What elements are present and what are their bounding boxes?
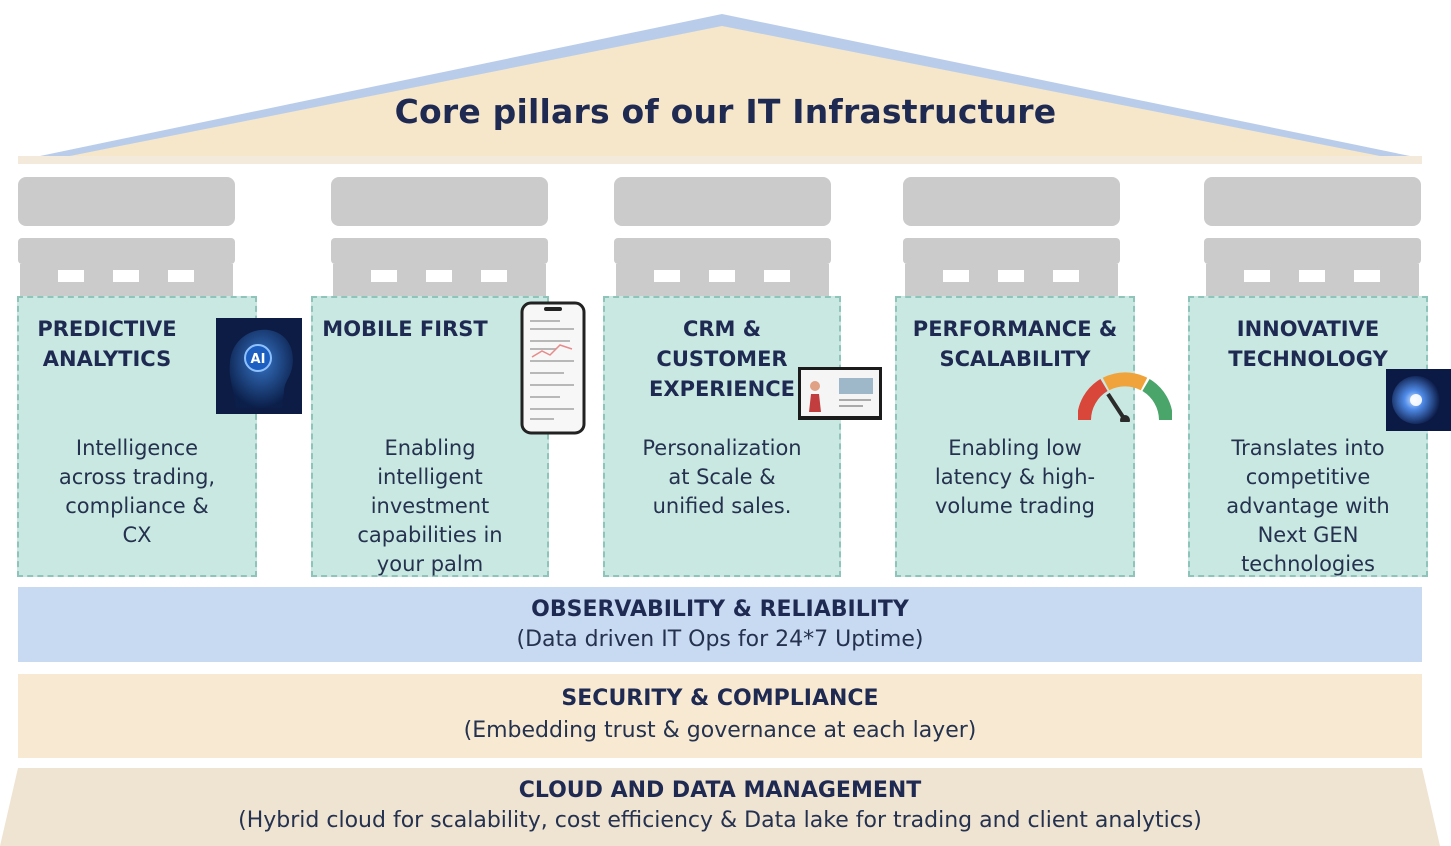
pillar-innovative-technology: INNOVATIVE TECHNOLOGY Translates into co… [1188,296,1428,577]
pillar-description-line: technologies [1241,552,1375,576]
layer-title: CLOUD AND DATA MANAGEMENT [518,778,922,803]
ai-icon-label: AI [251,352,266,367]
pillar-description-line: Enabling [384,436,476,460]
capital-band [903,238,1120,264]
capital-notch [113,270,139,282]
pillar-title-line: TECHNOLOGY [1228,347,1388,371]
smartphone-icon [520,301,586,435]
pillar-description-line: intelligent [377,465,483,489]
capital-top [331,177,548,226]
capital-top [1204,177,1421,226]
pillar-description-line: latency & high- [934,465,1096,489]
layer-cloud-data-management: CLOUD AND DATA MANAGEMENT (Hybrid cloud … [18,776,1422,846]
speedometer-icon [1077,372,1173,425]
pillar-description: Enabling low latency & high- volume trad… [897,434,1133,521]
layer-subtitle: (Data driven IT Ops for 24*7 Uptime) [516,627,924,652]
capital-notch [168,270,194,282]
pillar-title: CRM & CUSTOMER EXPERIENCE [605,314,839,404]
pillar-description-line: at Scale & [668,465,776,489]
pillar-description: Translates into competitive advantage wi… [1190,434,1426,579]
pillar-title-line: INNOVATIVE [1236,317,1380,341]
pillar-title: PREDICTIVE ANALYTICS [0,314,215,374]
tech-brain-icon [1386,369,1451,431]
pillar-description: Personalization at Scale & unified sales… [605,434,839,521]
capital-notch [998,270,1024,282]
pillar-description-line: advantage with [1226,494,1390,518]
pillar-title-line: EXPERIENCE [649,377,795,401]
pillar-title: MOBILE FIRST [303,314,507,344]
layer-security: SECURITY & COMPLIANCE (Embedding trust &… [18,674,1422,758]
pillar-description-line: volume trading [934,494,1095,518]
pillar-description-line: compliance & [65,494,209,518]
pillar-description-line: your palm [376,552,484,576]
pillar-title: PERFORMANCE & SCALABILITY [897,314,1133,374]
pillar-title-line: PREDICTIVE [37,317,177,341]
capital-notch [58,270,84,282]
capital-notch [1244,270,1270,282]
roof-beam [18,156,1422,164]
capital-notch [709,270,735,282]
pillar-title-line: SCALABILITY [939,347,1091,371]
pillar-description-line: investment [370,494,490,518]
capital-notch [481,270,507,282]
layer-title: SECURITY & COMPLIANCE [561,686,879,711]
pillar-description-line: competitive [1245,465,1371,489]
pillar-description-line: Personalization [642,436,802,460]
pillar-description: Enabling intelligent investment capabili… [313,434,547,579]
capital-band [331,238,548,264]
layer-title: OBSERVABILITY & RELIABILITY [531,597,909,622]
capital-notch [426,270,452,282]
pillar-title-line: MOBILE FIRST [322,317,488,341]
crm-screen-icon [797,366,883,421]
layer-cloud-base [0,768,1440,846]
pillar-title-line: ANALYTICS [42,347,172,371]
pillar-crm-customer-experience: CRM & CUSTOMER EXPERIENCE Personalizatio… [603,296,841,577]
layer-subtitle: (Embedding trust & governance at each la… [463,718,977,743]
pillar-title: INNOVATIVE TECHNOLOGY [1190,314,1426,374]
pillar-description-line: across trading, [58,465,216,489]
capital-notch [764,270,790,282]
capital-top [614,177,831,226]
pillar-description-line: Intelligence [75,436,199,460]
capital-notch [1053,270,1079,282]
capital-notch [371,270,397,282]
pillar-title-line: PERFORMANCE & [912,317,1118,341]
capital-notch [654,270,680,282]
pillar-title-line: CUSTOMER [656,347,788,371]
capital-band [614,238,831,264]
pillar-mobile-first: MOBILE FIRST Enabling intelligent invest… [311,296,549,577]
pillar-description-line: Enabling low [948,436,1082,460]
capital-band [1204,238,1421,264]
capital-top [18,177,235,226]
roof-fill [70,26,1380,156]
diagram-title: Core pillars of our IT Infrastructure [394,92,1057,131]
pillar-description-line: Next GEN [1257,523,1359,547]
capital-top [903,177,1120,226]
capital-notch [943,270,969,282]
pillar-performance-scalability: PERFORMANCE & SCALABILITY Enabling low l… [895,296,1135,577]
pillar-description-line: Translates into [1231,436,1385,460]
capital-notch [1299,270,1325,282]
pillar-title-line: CRM & [682,317,762,341]
pillar-description-line: CX [122,523,152,547]
capital-band [18,238,235,264]
roof [18,14,1422,164]
layer-subtitle: (Hybrid cloud for scalability, cost effi… [238,808,1202,833]
layer-observability: OBSERVABILITY & RELIABILITY (Data driven… [18,587,1422,662]
pillar-description: Intelligence across trading, compliance … [19,434,255,550]
pillar-description-line: capabilities in [357,523,503,547]
pillar-description-line: unified sales. [652,494,792,518]
ai-head-icon: AI [216,318,302,414]
capital-notch [1354,270,1380,282]
